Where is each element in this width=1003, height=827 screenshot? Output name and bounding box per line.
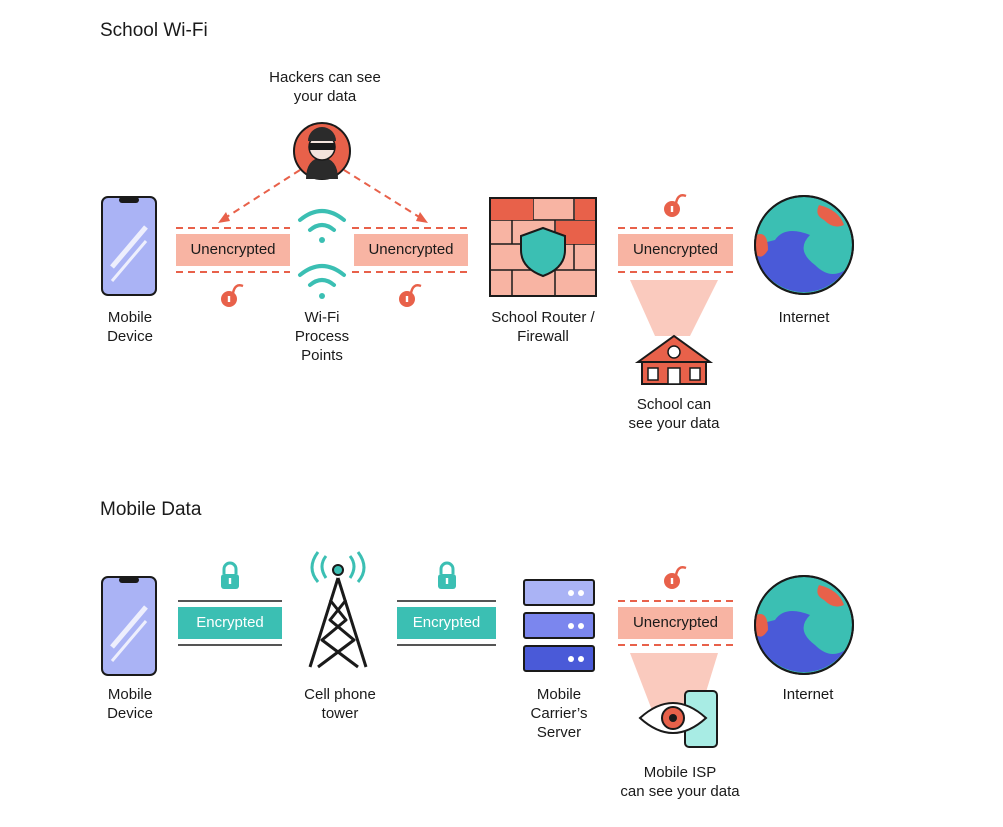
- unlock-icon: [397, 284, 423, 309]
- isp-note: Mobile ISP can see your data: [620, 764, 740, 800]
- unlock-icon: [662, 566, 688, 591]
- mobile-section-title: Mobile Data: [100, 499, 202, 520]
- unlock-icon: [662, 194, 688, 219]
- school-spotlight: [630, 280, 718, 336]
- hacker-icon: [293, 122, 351, 180]
- wifi-pill-2: Unencrypted: [354, 234, 468, 266]
- globe-icon: [754, 575, 854, 675]
- wifi-pill-3: Unencrypted: [618, 234, 733, 266]
- mobile-pill-2: Encrypted: [397, 607, 496, 639]
- firewall-icon: [489, 197, 597, 297]
- tower-label: Cell phone tower: [304, 686, 376, 722]
- tower-icon: [308, 551, 368, 669]
- mobile-internet-label: Internet: [782, 686, 834, 703]
- server-icon: [523, 579, 595, 672]
- wifi-points-label: Wi-Fi Process Points: [294, 309, 350, 364]
- mobile-connection-lines: [178, 600, 733, 646]
- wifi-icon: [298, 209, 346, 299]
- wifi-device-label: Mobile Device: [107, 309, 153, 345]
- unlock-icon: [219, 284, 245, 309]
- wifi-section-title: School Wi-Fi: [100, 20, 208, 41]
- mobile-pill-1: Encrypted: [178, 607, 282, 639]
- wifi-internet-label: Internet: [778, 309, 830, 326]
- phone-icon: [102, 197, 156, 295]
- eye-icon: [638, 690, 718, 748]
- school-note: School can see your data: [628, 396, 720, 432]
- server-label: Mobile Carrier’s Server: [530, 686, 588, 741]
- globe-icon: [754, 195, 854, 295]
- router-label: School Router / Firewall: [491, 309, 595, 345]
- mobile-device-label: Mobile Device: [107, 686, 153, 722]
- lock-icon: [219, 561, 241, 591]
- school-icon: [634, 334, 714, 385]
- hackers-note: Hackers can see your data: [269, 69, 381, 105]
- wifi-connection-lines: [176, 169, 733, 273]
- hacker-arrowheads: [218, 212, 428, 223]
- wifi-pill-1: Unencrypted: [176, 234, 290, 266]
- lock-icon: [436, 561, 458, 591]
- mobile-pill-3: Unencrypted: [618, 607, 733, 639]
- phone-icon: [102, 577, 156, 675]
